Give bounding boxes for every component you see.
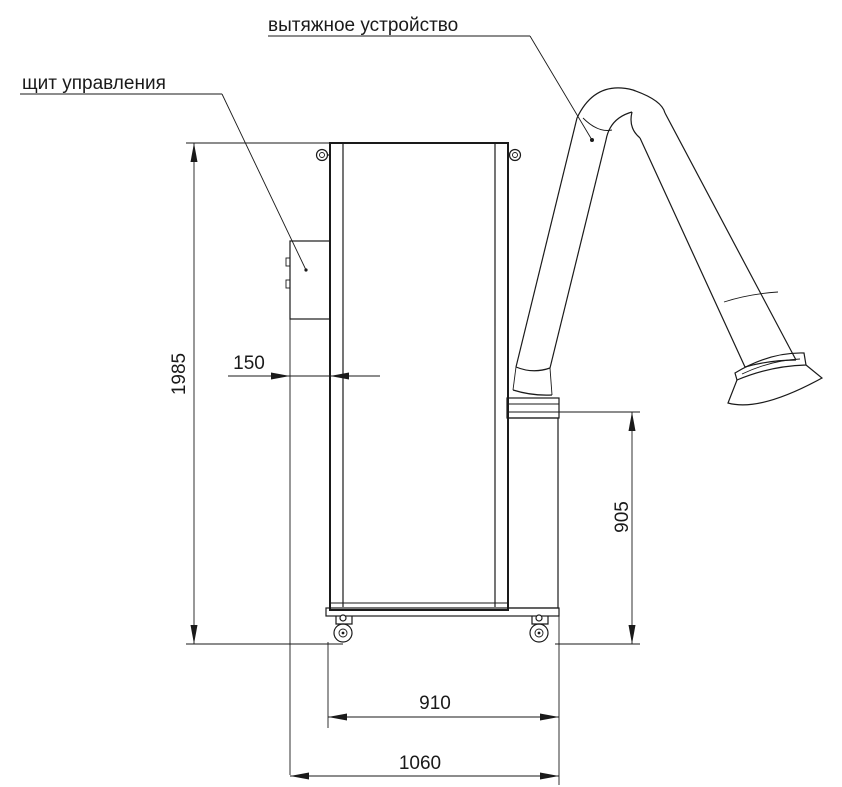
leader-control-panel	[20, 93, 307, 271]
control-panel-box	[285, 240, 331, 320]
dimension-total-height	[186, 142, 343, 645]
dimension-lower-height	[555, 411, 640, 645]
extraction-arm	[512, 87, 797, 396]
main-cabinet	[329, 142, 509, 611]
dimension-cabinet-width	[327, 616, 560, 785]
filter-unit	[506, 397, 560, 609]
lifting-eye-right	[508, 148, 522, 162]
dimension-label-total-width: 1060	[399, 753, 441, 774]
caster-wheel-left	[333, 614, 353, 643]
dimension-label-panel-depth: 150	[233, 353, 265, 374]
extraction-hood	[727, 352, 824, 406]
base-frame	[325, 607, 560, 617]
lifting-eye-left	[315, 148, 330, 162]
dimension-label-cabinet-width: 910	[419, 693, 451, 714]
dimension-total-width	[290, 772, 559, 780]
dimension-label-total-height: 1985	[169, 353, 190, 395]
label-control-panel: щит управления	[22, 73, 166, 94]
dimension-label-lower-height: 905	[612, 501, 633, 533]
label-extraction-device: вытяжное устройство	[268, 15, 458, 36]
leader-extraction-device	[268, 35, 594, 142]
dimension-panel-depth	[228, 319, 380, 775]
caster-wheel-right	[529, 614, 549, 643]
